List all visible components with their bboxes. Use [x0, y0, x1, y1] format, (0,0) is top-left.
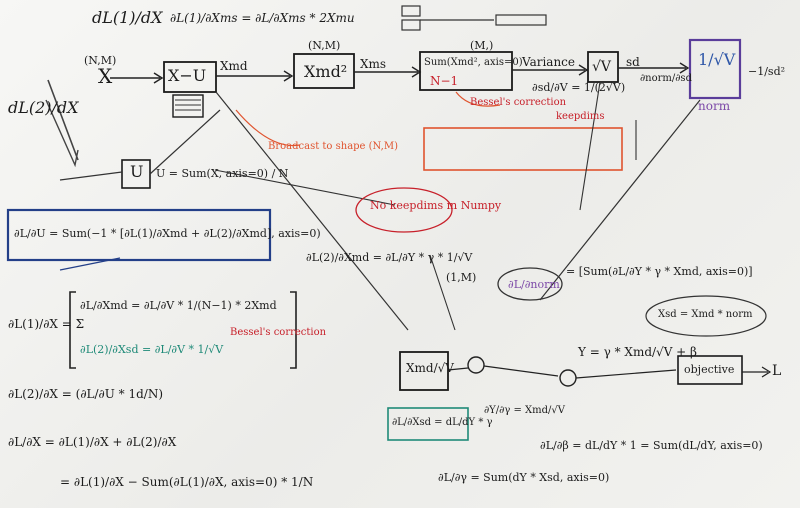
u-equation: U = Sum(X, axis=0) / N: [156, 167, 289, 180]
xmd-over-sqrtv-box: [399, 351, 449, 391]
norm-label: norm: [698, 99, 731, 113]
green-box-bottom: [387, 407, 469, 441]
norm-box: [688, 38, 742, 100]
neg-one-sd2: −1/sd²: [748, 65, 786, 78]
dl-dxsd-equation: ∂L(2)/∂Xsd = ∂L/∂V * 1/√V: [80, 343, 224, 356]
top-left-derivative: dL(1)/dX: [92, 8, 163, 27]
sd-label: sd: [626, 55, 640, 69]
dgamma-dy-label: ∂Y/∂γ = Xmd/√V: [484, 405, 565, 416]
xmd-over-sqrtv-label: Xmd/√V: [406, 361, 454, 375]
dnorm-dsd: ∂norm/∂sd: [640, 73, 692, 84]
objective-box: [677, 355, 743, 385]
broadcast-label: Broadcast to shape (N,M): [268, 141, 398, 152]
plus-node: [559, 369, 577, 387]
diagonal-line-2: [214, 169, 396, 206]
dl-du-box: [6, 208, 272, 262]
xsd-norm-label: Xsd = Xmd * norm: [658, 309, 753, 320]
diagonal-line-3: [539, 99, 701, 301]
diagonal-line-4: [579, 81, 601, 211]
x-minus-u-box: [163, 61, 217, 93]
dl-dnorm-label: ∂L/∂norm: [508, 278, 560, 291]
dim-nm-label: (N,M): [308, 39, 341, 52]
sqrt-v-label: √V: [592, 59, 612, 75]
no-keepdims-label: No keepdims in Numpy: [370, 199, 502, 212]
left-derivative-2: dL(2)/dX: [8, 98, 79, 117]
dl-dxsd-gamma-equation: ∂L/∂Xsd = dL/dY * γ: [392, 417, 493, 428]
sum-box: [419, 51, 513, 91]
sum-axis-label: Sum(Xmd², axis=0): [424, 57, 523, 68]
n-minus-1-label: N−1: [430, 74, 459, 88]
dl-dxmd-bessel-equation: ∂L/∂Xmd = ∂L/∂V * 1/(N−1) * 2Xmd: [80, 299, 277, 312]
dim-1m-label: (1,M): [446, 271, 477, 284]
x-node-label: X: [98, 64, 113, 88]
dl-dnorm-equation: = [Sum(∂L/∂Y * γ * Xmd, axis=0)]: [566, 265, 753, 278]
bessels-correction-bottom: Bessel's correction: [230, 327, 327, 338]
dl-dnorm-ellipse: [497, 267, 563, 301]
variance-label: Variance: [522, 55, 575, 69]
l-output: L: [772, 363, 782, 379]
xmd-squared-label: Xmd²: [304, 62, 348, 81]
xms-label: Xms: [360, 57, 387, 71]
u-node-label: U: [130, 162, 144, 181]
final-equation: = ∂L(1)/∂X − Sum(∂L(1)/∂X, axis=0) * 1/N: [60, 475, 314, 489]
keepdims-label: keepdims: [556, 111, 605, 122]
dim-m1-label: (M,): [470, 39, 494, 52]
xmd-label: Xmd: [220, 59, 248, 73]
xmd-squared-box: [293, 53, 355, 89]
sd-fraction: ∂sd/∂V = 1/(2√V): [532, 81, 626, 94]
orange-equation-box: [423, 127, 623, 171]
multiply-node: [467, 356, 485, 374]
dl-dgamma-equation: ∂L/∂γ = Sum(dY * Xsd, axis=0): [438, 471, 610, 484]
dl-dx1-equation: ∂L(1)/∂X = Σ: [8, 317, 85, 331]
x-minus-u-label: X−U: [168, 66, 207, 85]
dim-nm-label-1: (N,M): [84, 54, 117, 67]
arrow-left-down: [47, 79, 79, 161]
sqrt-box: [587, 51, 619, 83]
one-over-sqrtv-label: 1/√V: [698, 50, 736, 69]
dl-dx-total-equation: ∂L/∂X = ∂L(1)/∂X + ∂L(2)/∂X: [8, 435, 177, 449]
bessels-correction-top: Bessel's correction: [470, 97, 567, 108]
diagonal-line-1: [215, 91, 409, 331]
gamma-equation: Y = γ * Xmd/√V + β: [578, 345, 697, 359]
dl-dxmd-equation: ∂L(2)/∂Xmd = ∂L/∂Y * γ * 1/√V: [306, 251, 473, 264]
objective-label: objective: [684, 363, 735, 376]
dl-dx2-equation: ∂L(2)/∂X = (∂L/∂U * 1d/N): [8, 387, 164, 401]
dl-dxms-equation: ∂L(1)/∂Xms = ∂L/∂Xms * 2Xmu: [170, 11, 355, 25]
dl-dbeta-equation: ∂L/∂β = dL/dY * 1 = Sum(dL/dY, axis=0): [540, 439, 763, 452]
dl-du-equation: ∂L/∂U = Sum(−1 * [∂L(1)/∂Xmd + ∂L(2)/∂Xm…: [14, 227, 321, 240]
